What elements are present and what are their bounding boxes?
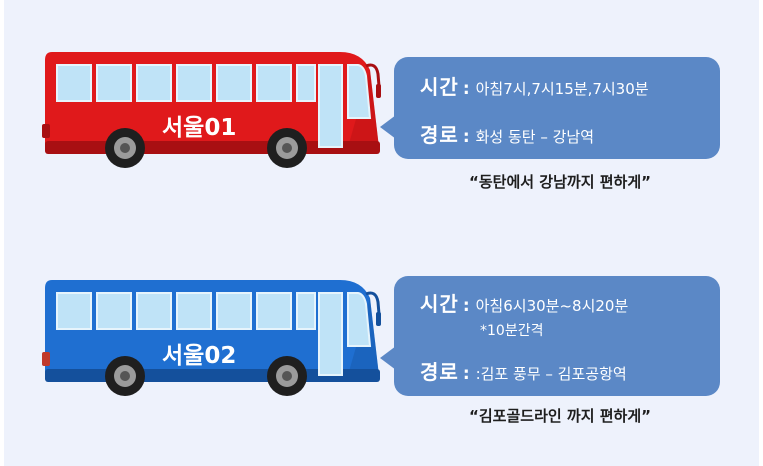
time-value: 아침7시,7시15분,7시30분 [475, 80, 649, 98]
bus-seoul02: 서울02 [40, 272, 385, 407]
bus-seoul01: 서울01 [40, 44, 385, 179]
route-colon: : [462, 364, 470, 384]
bus-icon [42, 280, 381, 396]
bus-icon [42, 52, 381, 168]
bus-route-name: 서울01 [162, 115, 237, 141]
bubble-tail [380, 115, 396, 139]
route-colon: : [462, 127, 470, 147]
route-label: 경로 [420, 123, 459, 147]
route-label: 경로 [420, 360, 459, 384]
route-value: :김포 풍무 – 김포공항역 [475, 365, 627, 383]
info-bubble-seoul02: 시간 : 아침6시30분~8시20분 *10분간격 경로 : :김포 풍무 – … [380, 276, 720, 396]
time-label: 시간 [420, 292, 459, 316]
time-label: 시간 [420, 75, 459, 99]
time-colon: : [462, 79, 470, 99]
interval-note: *10분간격 [480, 323, 544, 339]
slogan-seoul02: “김포골드라인 까지 편하게” [469, 407, 651, 425]
info-bubble-seoul01: 시간 : 아침7시,7시15분,7시30분 경로 : 화성 동탄 – 강남역 [380, 57, 720, 159]
time-value: 아침6시30분~8시20분 [475, 297, 629, 315]
bubble-tail [380, 346, 396, 370]
route-value: 화성 동탄 – 강남역 [475, 128, 595, 146]
bus-route-name: 서울02 [162, 343, 237, 369]
time-colon: : [462, 296, 470, 316]
slogan-seoul01: “동탄에서 강남까지 편하게” [469, 173, 651, 191]
